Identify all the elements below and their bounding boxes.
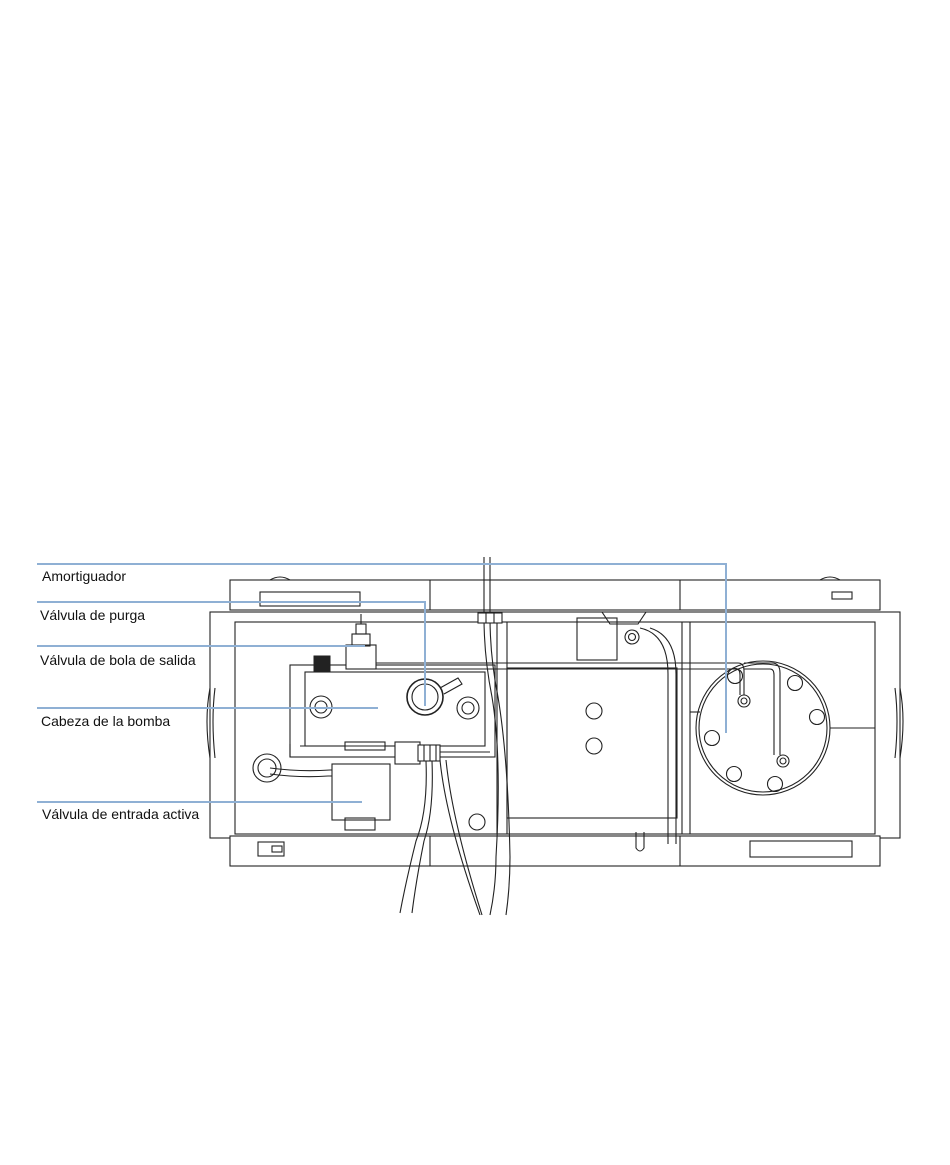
label-valvula-entrada-activa: Válvula de entrada activa	[42, 806, 199, 822]
label-valvula-purga: Válvula de purga	[40, 607, 145, 623]
pump-module-drawing	[207, 557, 903, 915]
label-valvula-bola-salida: Válvula de bola de salida	[40, 652, 196, 668]
label-amortiguador: Amortiguador	[42, 568, 126, 584]
label-cabeza-bomba: Cabeza de la bomba	[41, 713, 170, 729]
callout-labels: Amortiguador Válvula de purga Válvula de…	[40, 568, 199, 822]
